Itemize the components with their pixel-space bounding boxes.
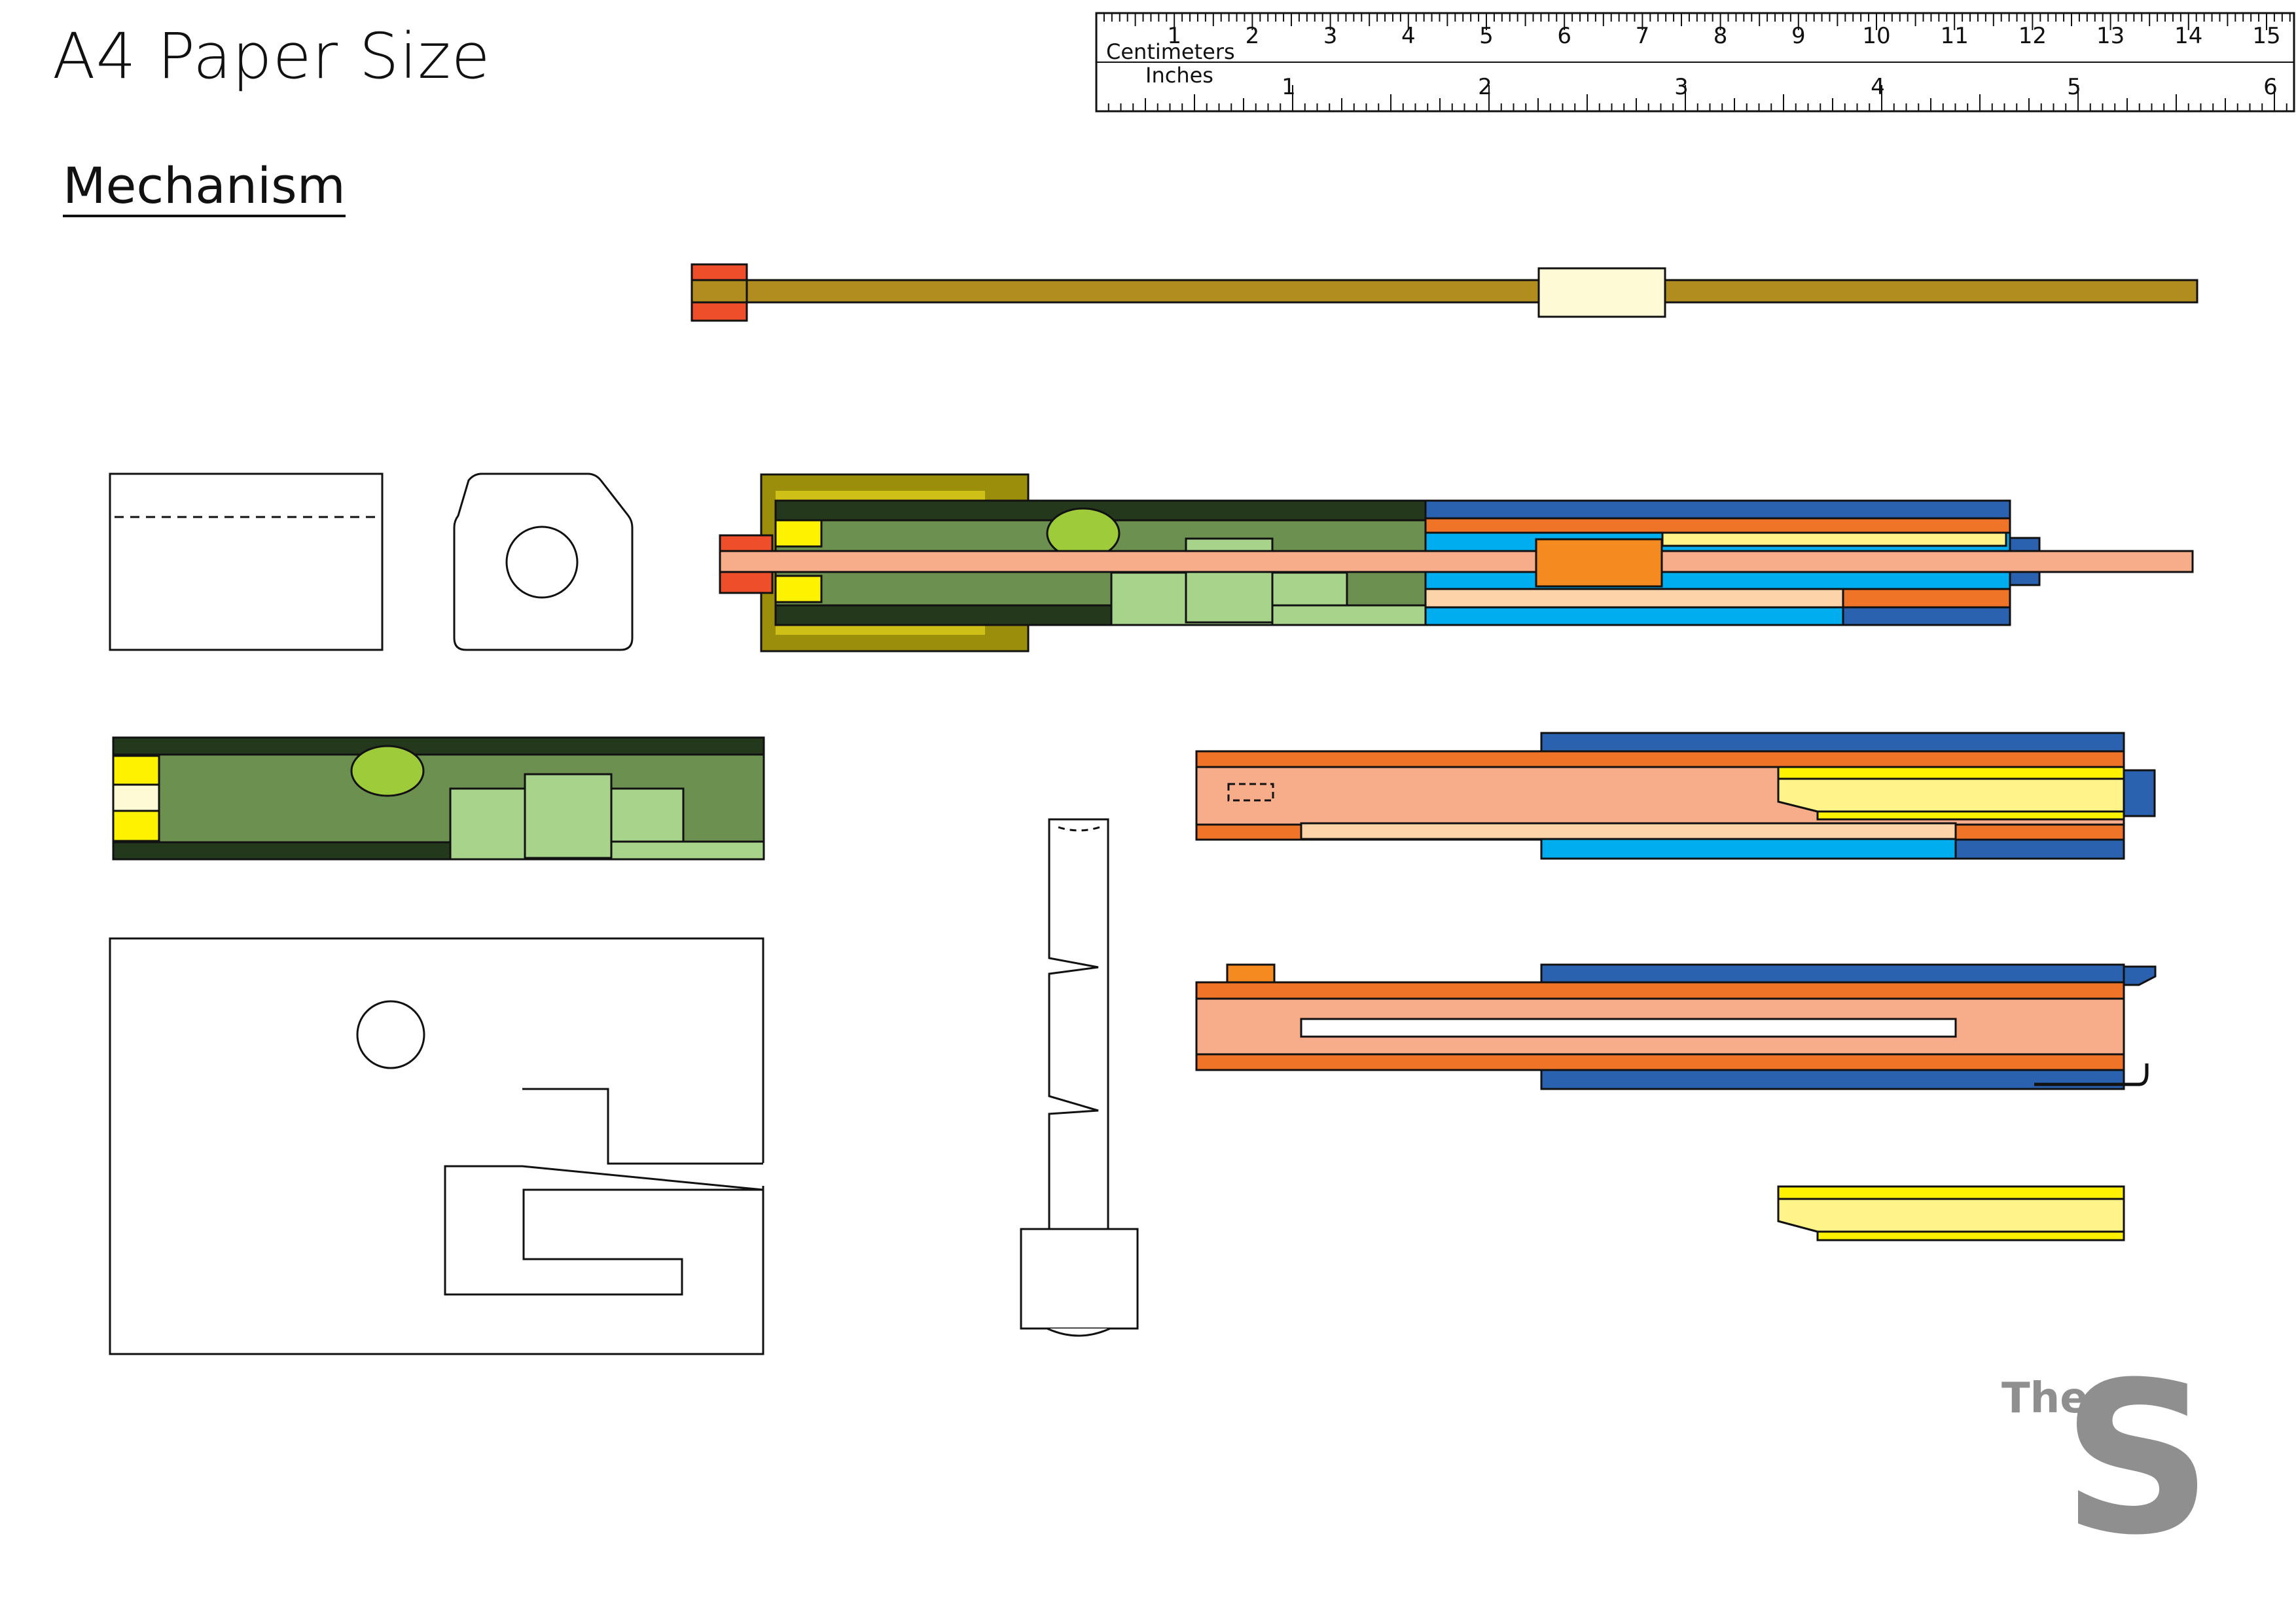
cm-number: 14: [2174, 23, 2202, 49]
inch-number: 6: [2263, 74, 2278, 100]
cm-number: 15: [2252, 23, 2280, 49]
cm-number: 2: [1246, 23, 1260, 49]
cm-number: 11: [1941, 23, 1969, 49]
cutout-template: [109, 937, 764, 1355]
vertical-strip: [1020, 818, 1139, 1337]
cm-number: 4: [1401, 23, 1416, 49]
inch-number: 2: [1478, 74, 1492, 100]
cm-number: 9: [1791, 23, 1806, 49]
logo-s-letter: S: [2062, 1338, 2212, 1581]
cm-number: 8: [1713, 23, 1728, 49]
cm-number: 7: [1636, 23, 1650, 49]
cm-number: 3: [1323, 23, 1338, 49]
logo-the-text: The: [2001, 1374, 2089, 1423]
ruler-centimeters-label: Centimeters: [1106, 39, 1235, 64]
green-sleeve: [112, 736, 765, 861]
ruler-inches-label: Inches: [1145, 63, 1213, 88]
washer-piece: [453, 473, 634, 651]
cm-number: 12: [2018, 23, 2047, 49]
main-assembly: [719, 473, 2194, 652]
cm-number: 6: [1557, 23, 1571, 49]
the-s-logo: The S: [2001, 1338, 2212, 1581]
cm-number: 1: [1167, 23, 1181, 49]
page-title: A4 Paper Size: [52, 20, 491, 93]
cm-number: 13: [2096, 23, 2125, 49]
orange-slide-a: [1195, 732, 2156, 860]
top-rod: [691, 263, 2198, 322]
section-title: Mechanism: [63, 160, 346, 217]
inch-number: 3: [1674, 74, 1689, 100]
inch-number: 4: [1871, 74, 1885, 100]
yellow-piece: [1777, 1185, 2125, 1241]
fold-card: [109, 473, 384, 651]
ruler-ticks: [1096, 13, 2291, 111]
cm-number: 10: [1862, 23, 1890, 49]
orange-slide-b: [1195, 963, 2157, 1090]
inch-number: 5: [2067, 74, 2081, 100]
cm-number: 5: [1479, 23, 1494, 49]
inch-number: 1: [1282, 74, 1296, 100]
